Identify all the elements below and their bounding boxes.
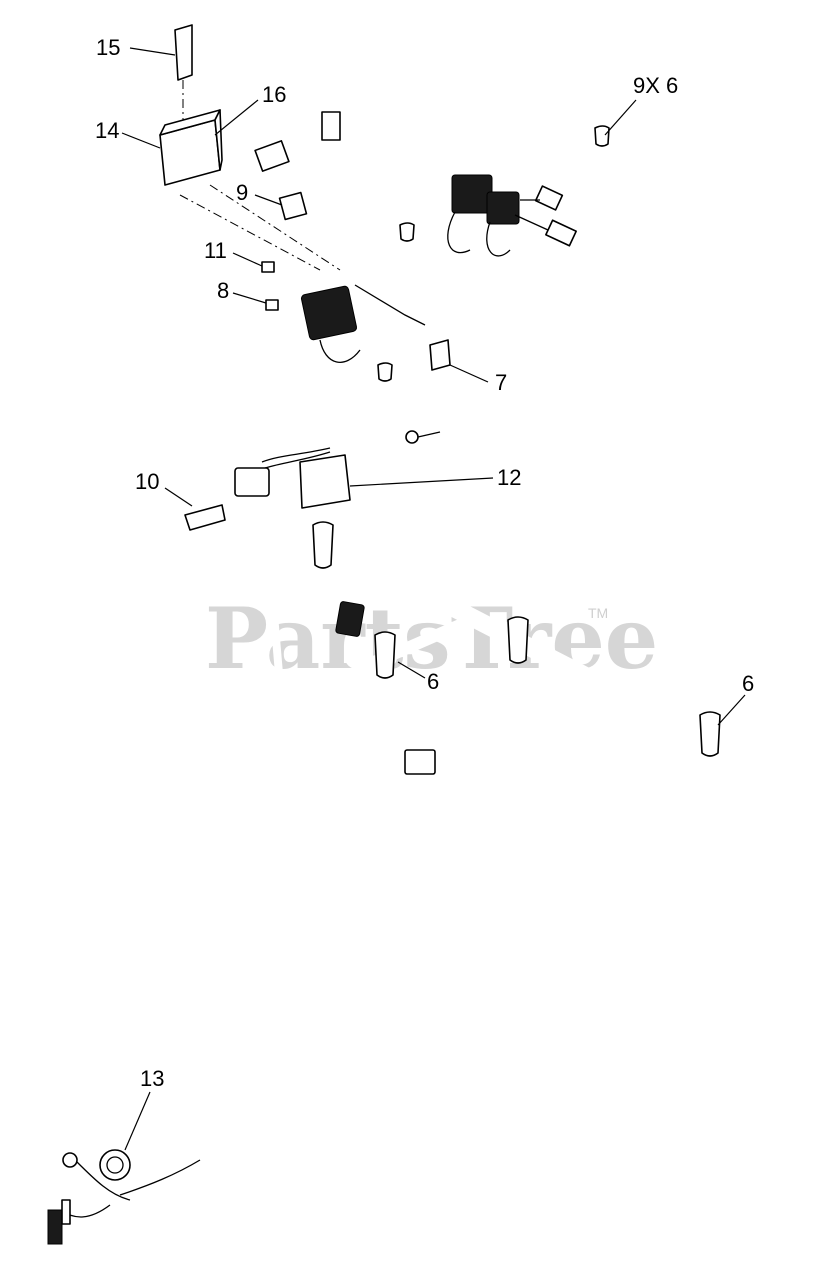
callout-labels: 15 16 14 9X 6 9 11 8 7 12 10 6 6 13 bbox=[95, 35, 754, 1091]
branch-connector bbox=[335, 601, 436, 775]
callout-12: 12 bbox=[497, 465, 521, 490]
connector-10 bbox=[184, 467, 270, 531]
callout-14: 14 bbox=[95, 118, 119, 143]
top-connectors bbox=[254, 111, 577, 257]
watermark-trademark: TM bbox=[588, 605, 608, 621]
callout-15: 15 bbox=[96, 35, 120, 60]
relay-block bbox=[159, 24, 341, 271]
callout-16: 16 bbox=[262, 82, 286, 107]
harness-trunk bbox=[111, 101, 736, 1204]
component-12 bbox=[299, 430, 441, 509]
harness-clamps bbox=[312, 125, 721, 757]
callout-9x6: 9X 6 bbox=[633, 73, 678, 98]
callout-8: 8 bbox=[217, 278, 229, 303]
callout-6a: 6 bbox=[427, 669, 439, 694]
callout-10: 10 bbox=[135, 469, 159, 494]
callout-13: 13 bbox=[140, 1066, 164, 1091]
leader-lines bbox=[121, 47, 746, 1151]
battery-end bbox=[47, 1149, 201, 1245]
callout-11: 11 bbox=[204, 238, 227, 263]
center-connector-cluster bbox=[261, 191, 451, 371]
callout-6b: 6 bbox=[742, 671, 754, 696]
callout-9: 9 bbox=[236, 180, 248, 205]
callout-7: 7 bbox=[495, 370, 507, 395]
